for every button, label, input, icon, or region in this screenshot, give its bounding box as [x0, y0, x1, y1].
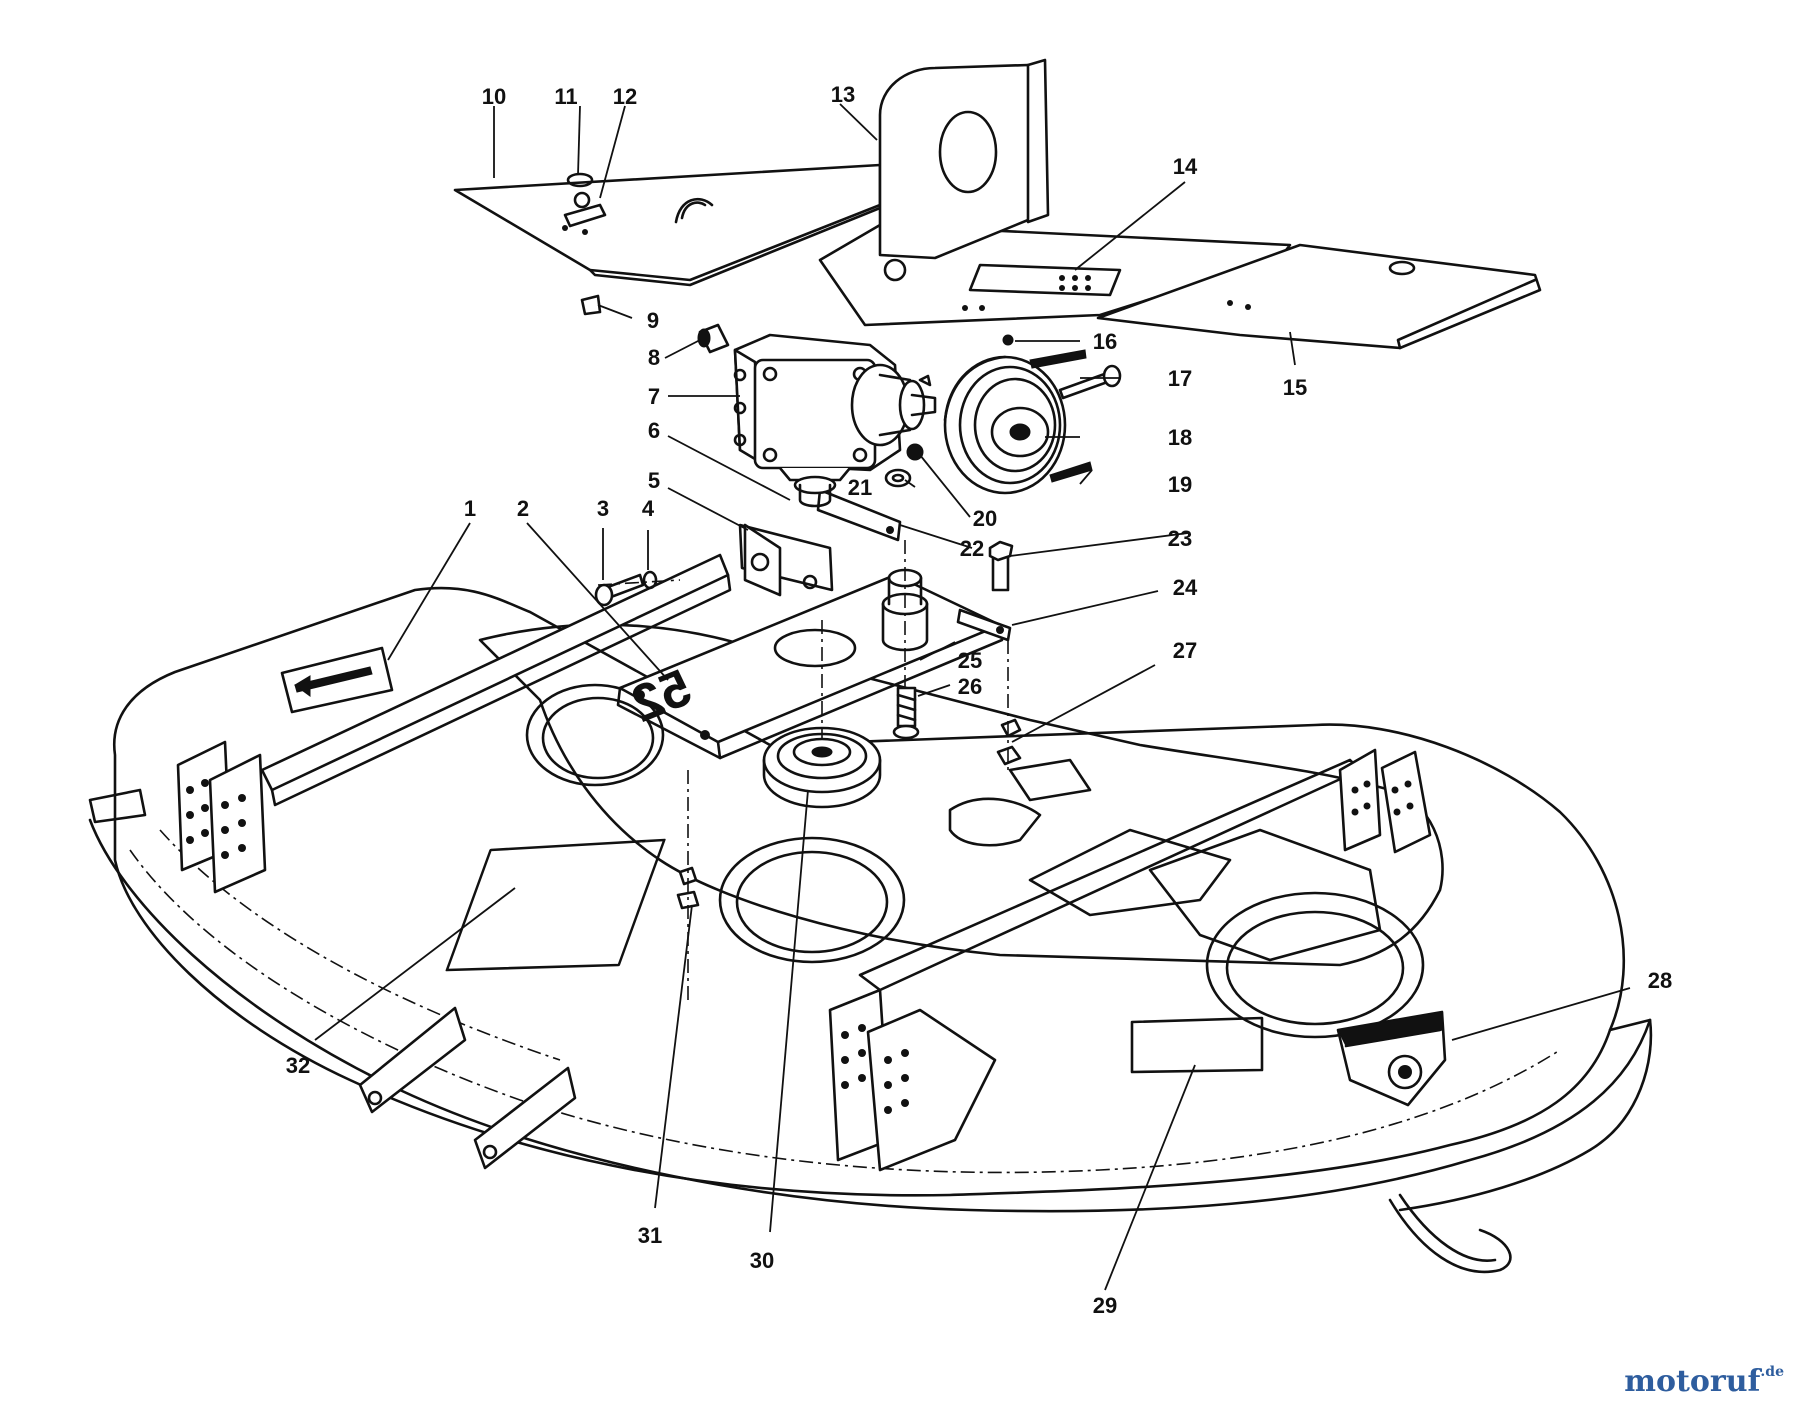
callout-14: 14: [1173, 154, 1198, 179]
callout-2: 2: [517, 496, 529, 521]
hardware: [594, 540, 1022, 1000]
callout-32: 32: [286, 1053, 310, 1078]
callout-12: 12: [613, 84, 637, 109]
callout-9: 9: [647, 308, 659, 333]
lower-pulley: [762, 620, 882, 809]
callout-11: 11: [554, 84, 577, 109]
callout-4: 4: [642, 496, 655, 521]
watermark-tld: .de: [1760, 1364, 1784, 1380]
callout-20: 20: [973, 506, 997, 531]
callout-7: 7: [648, 384, 660, 409]
mower-deck: [88, 586, 1653, 1274]
top-shields: [453, 58, 1542, 350]
callout-19: 19: [1168, 472, 1192, 497]
callout-13: 13: [831, 82, 855, 107]
callout-18: 18: [1168, 425, 1192, 450]
callout-29: 29: [1093, 1293, 1117, 1318]
leader-lines: [314, 103, 1631, 1291]
callout-10: 10: [482, 84, 506, 109]
callout-8: 8: [648, 345, 660, 370]
callout-26: 26: [958, 674, 982, 699]
callout-16: 16: [1093, 329, 1117, 354]
callout-28: 28: [1648, 968, 1672, 993]
callout-25: 25: [958, 648, 982, 673]
callout-22: 22: [960, 536, 984, 561]
left-support-bar: [260, 553, 732, 807]
watermark-text: motoruf: [1624, 1364, 1761, 1399]
watermark-logo: motoruf.de: [1624, 1364, 1784, 1399]
callout-labels: 1 2 3 4 5 6 7 8 9 10 11 12 13 14 15 16 1…: [286, 82, 1672, 1318]
callout-15: 15: [1283, 375, 1307, 400]
callout-6: 6: [648, 418, 660, 443]
callout-23: 23: [1168, 526, 1192, 551]
callout-17: 17: [1168, 366, 1192, 391]
callout-31: 31: [638, 1223, 662, 1248]
callout-1: 1: [464, 496, 476, 521]
callout-30: 30: [750, 1248, 774, 1273]
drive-pulley: [884, 334, 1122, 495]
gearbox: [697, 323, 937, 508]
bearing-spacer: [881, 540, 929, 700]
callout-24: 24: [1173, 575, 1198, 600]
callout-3: 3: [597, 496, 609, 521]
callout-27: 27: [1173, 638, 1197, 663]
callout-21: 21: [848, 475, 872, 500]
callout-5: 5: [648, 468, 660, 493]
